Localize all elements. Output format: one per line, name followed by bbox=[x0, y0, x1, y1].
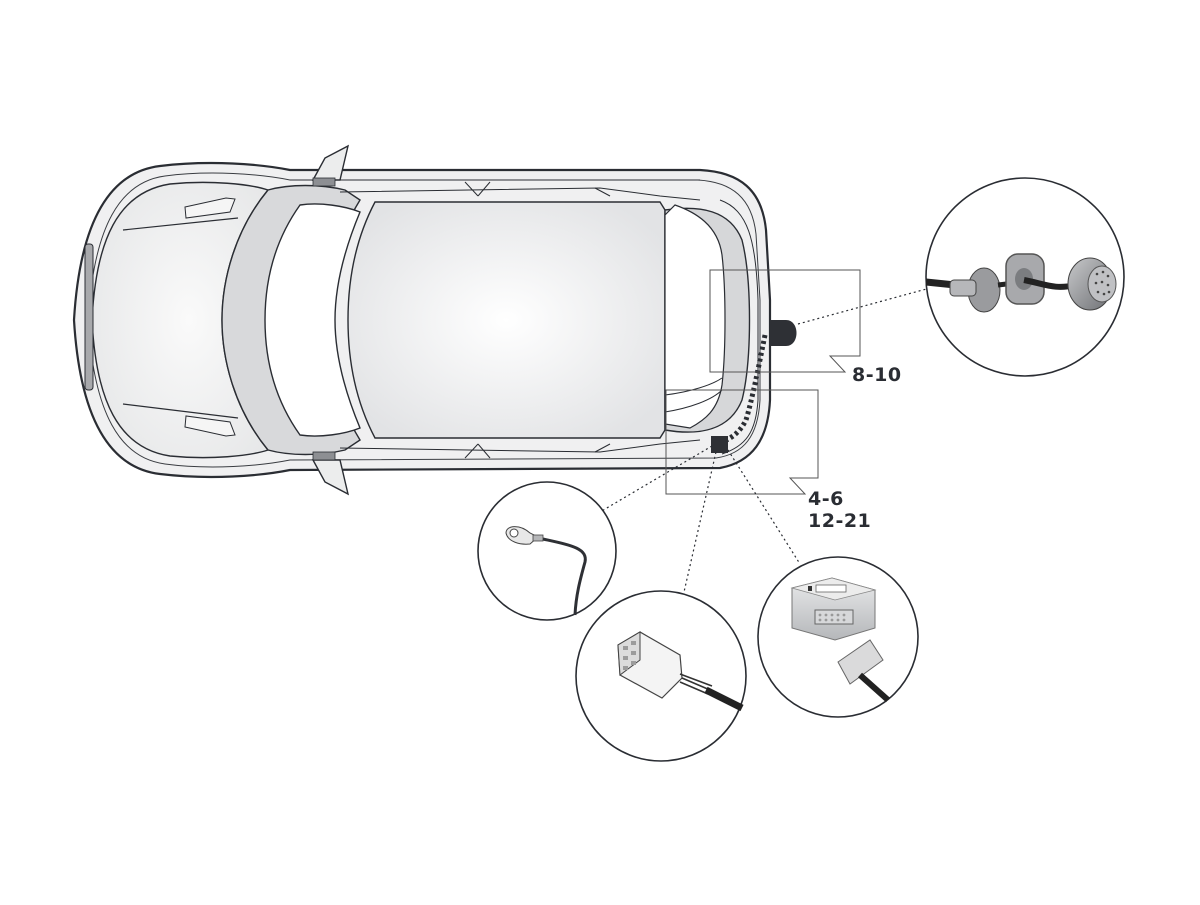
detail-socket-assembly bbox=[925, 177, 1125, 377]
callout-label-module-line2: 12-21 bbox=[808, 510, 872, 532]
windshield bbox=[264, 203, 361, 437]
callout-label-module-line1: 4-6 bbox=[808, 488, 844, 510]
detail-vehicle-connector bbox=[575, 590, 747, 762]
wiring-route bbox=[721, 334, 768, 445]
detail-control-module bbox=[757, 556, 919, 718]
socket-mount-marker bbox=[770, 320, 797, 346]
callout-label-socket: 8-10 bbox=[852, 364, 902, 386]
roof-panel bbox=[347, 201, 666, 439]
callout-brackets bbox=[665, 269, 861, 495]
front-light-strip bbox=[84, 243, 94, 391]
car-top-view bbox=[72, 144, 797, 496]
leader-lines bbox=[599, 287, 931, 593]
detail-ground-lug bbox=[477, 481, 617, 621]
module-marker bbox=[711, 436, 728, 453]
